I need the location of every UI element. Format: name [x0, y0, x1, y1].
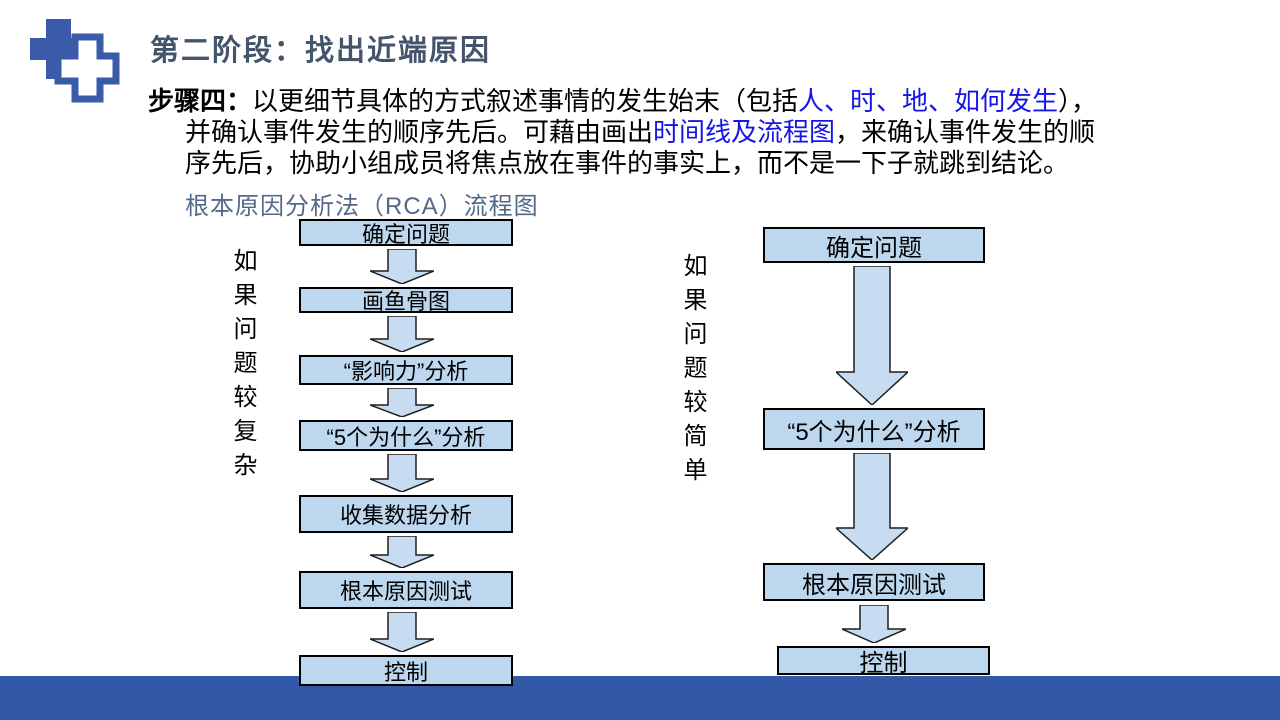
highlight-text: 时间线及流程图: [653, 117, 836, 147]
paragraph-text: 序先后，协助小组成员将焦点放在事件的事实上，而不是一下子就跳到结论。: [185, 148, 1070, 178]
right-condition-label: 如果问题较简单: [679, 253, 706, 491]
highlight-text: 人、时、地、如何发生: [798, 86, 1059, 116]
down-arrow-icon: [370, 249, 434, 284]
step-box-collect-data-analysis: 收集数据分析: [299, 495, 513, 533]
step-box-impact-analysis: “影响力”分析: [299, 355, 513, 385]
page-title: 第二阶段：找出近端原因: [150, 35, 492, 67]
step-label: 步骤四：: [148, 86, 253, 116]
down-arrow-icon: [842, 605, 906, 643]
step-paragraph: 步骤四：以更细节具体的方式叙述事情的发生始末（包括人、时、地、如何发生）， 并确…: [148, 86, 1208, 179]
down-arrow-icon: [836, 453, 908, 560]
down-arrow-icon: [370, 536, 434, 568]
paragraph-text: ，来确认事件发生的顺: [835, 117, 1096, 147]
solid-cross-shape: [30, 19, 90, 79]
step-box-define-problem: 确定问题: [299, 219, 513, 247]
left-condition-label: 如果问题较复杂: [229, 248, 256, 486]
down-arrow-icon: [836, 266, 908, 405]
step-box-root-cause-test: 根本原因测试: [299, 571, 513, 609]
outline-cross-shape: [54, 33, 120, 103]
step-box-fishbone-diagram: 画鱼骨图: [299, 287, 513, 314]
paragraph-line-3: 序先后，协助小组成员将焦点放在事件的事实上，而不是一下子就跳到结论。: [148, 148, 1208, 179]
paragraph-text: 并确认事件发生的顺序先后。可藉由画出: [185, 117, 654, 147]
step-box-five-whys-analysis: “5个为什么”分析: [763, 408, 985, 450]
down-arrow-icon: [370, 316, 434, 352]
step-box-root-cause-test: 根本原因测试: [763, 563, 985, 601]
footer-bar: [0, 676, 1280, 720]
medical-crosses-logo-icon: [28, 12, 124, 106]
down-arrow-icon: [370, 454, 434, 492]
paragraph-text: 以更细节具体的方式叙述事情的发生始末（包括: [252, 86, 799, 116]
down-arrow-icon: [370, 612, 434, 652]
step-box-define-problem: 确定问题: [763, 227, 985, 263]
step-box-control: 控制: [777, 646, 990, 677]
paragraph-line-2: 并确认事件发生的顺序先后。可藉由画出时间线及流程图，来确认事件发生的顺: [148, 117, 1208, 148]
flowchart-caption: 根本原因分析法（RCA）流程图: [185, 193, 539, 220]
step-box-control: 控制: [299, 655, 513, 686]
paragraph-text: ），: [1058, 86, 1098, 116]
paragraph-line-1: 步骤四：以更细节具体的方式叙述事情的发生始末（包括人、时、地、如何发生），: [148, 86, 1208, 117]
step-box-five-whys-analysis: “5个为什么”分析: [299, 420, 513, 451]
down-arrow-icon: [370, 388, 434, 417]
